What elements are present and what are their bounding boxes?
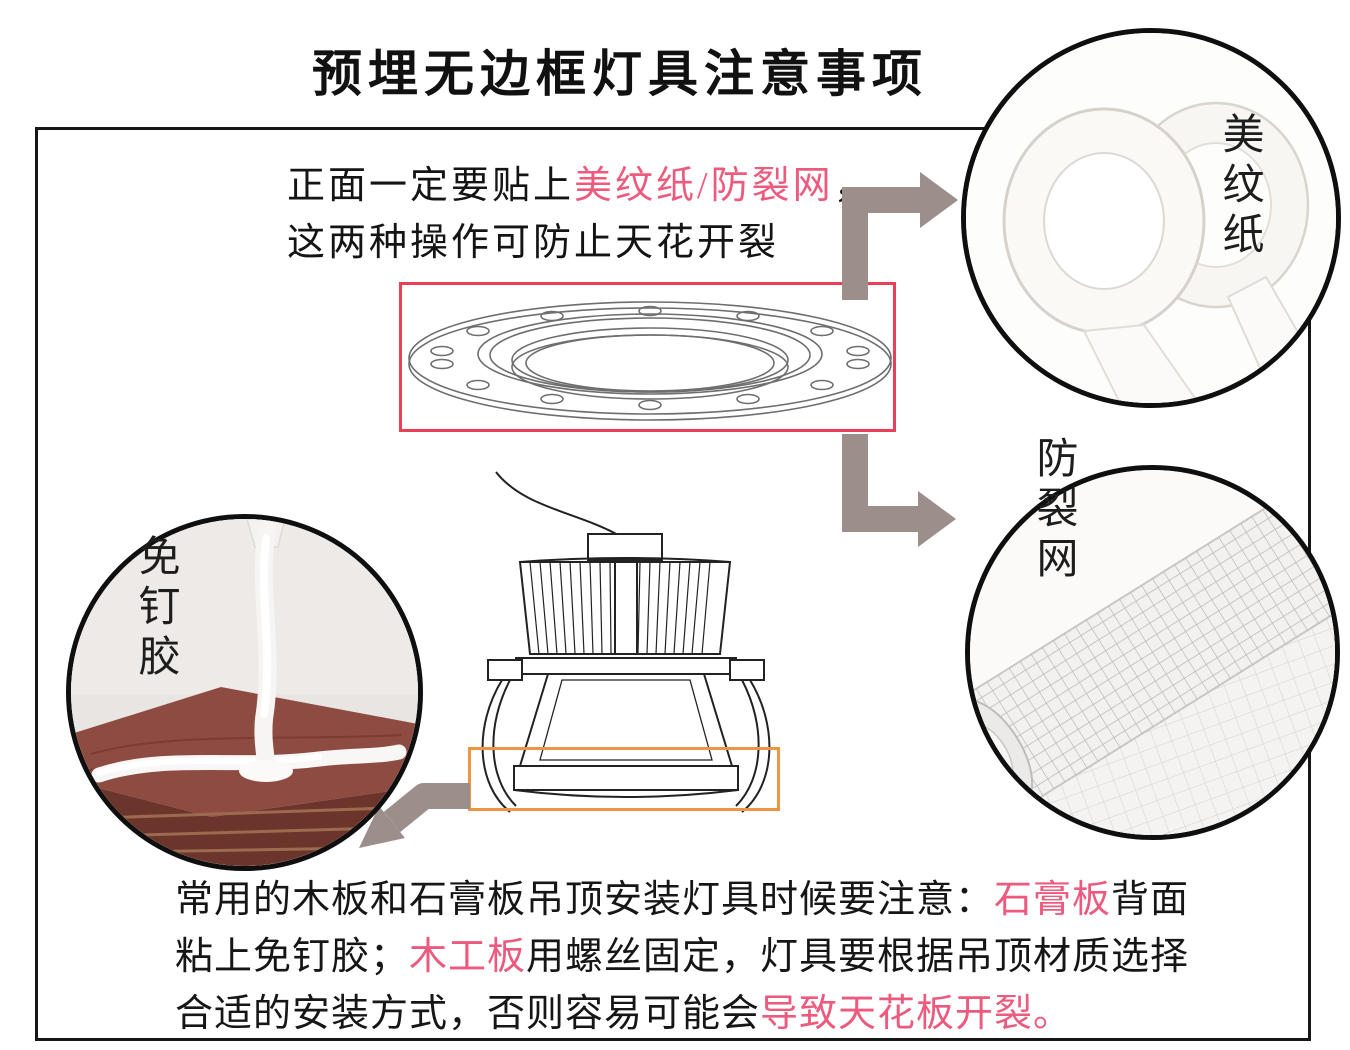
- power-wire: [495, 471, 621, 537]
- right-spring-clip: [741, 679, 771, 813]
- heatsink-stem: [614, 561, 638, 655]
- glue-puddle: [239, 760, 293, 782]
- bottom-note-text-1: 常用的木板和石膏板吊顶安装灯具时候要注意：: [175, 879, 995, 921]
- masking-tape-label: 美纹纸: [1216, 112, 1262, 262]
- wood-board-top: [71, 687, 418, 817]
- masking-tape-illustration: [966, 33, 1336, 403]
- glue-bead-highlight: [96, 754, 322, 776]
- nail-free-glue-label: 免钉胶: [132, 534, 178, 684]
- downlight-lines: [481, 471, 771, 813]
- mesh-illustration: [970, 470, 1335, 835]
- bottom-note-text-3: 用螺丝固定，灯具要根据吊顶材质选择合适的安装方式，否则容易可能会: [175, 936, 1190, 1035]
- top-note-comma: ，: [833, 165, 875, 207]
- trim-ring-drawing: [408, 301, 892, 421]
- left-clip-mount: [487, 659, 523, 681]
- masking-tape-photo: [961, 28, 1341, 408]
- top-note-highlight: 美纹纸/防裂网: [574, 165, 834, 207]
- heatsink-top-arc: [519, 557, 731, 563]
- reflector-inner: [539, 679, 713, 761]
- glue-illustration: [71, 519, 418, 866]
- mesh-flat-sheet: [1013, 572, 1335, 835]
- trim-ring-lines: [408, 301, 892, 421]
- anti-crack-mesh-label: 防裂网: [1030, 436, 1076, 586]
- page-title: 预埋无边框灯具注意事项: [312, 46, 928, 102]
- tape-roll-front-core: [1043, 152, 1165, 290]
- top-note-line1: 正面一定要贴上美纹纸/防裂网，: [287, 158, 875, 215]
- ring-highlight-box: [399, 282, 896, 432]
- bottom-note-text-2: 背面粘上免钉胶；: [175, 879, 1190, 978]
- left-spring-clip: [481, 679, 511, 813]
- top-note-text: 正面一定要贴上: [287, 165, 575, 207]
- nail-free-glue-photo: [66, 514, 423, 871]
- driver-box: [587, 533, 663, 561]
- anti-crack-mesh-photo: [965, 465, 1340, 840]
- bottom-note: 常用的木板和石膏板吊顶安装灯具时候要注意：石膏板背面粘上免钉胶；木工板用螺丝固定…: [175, 872, 1215, 1043]
- tape-strip-front: [1082, 323, 1200, 403]
- right-clip-mount: [729, 659, 765, 681]
- trim-highlight-box: [468, 747, 780, 811]
- top-note: 正面一定要贴上美纹纸/防裂网， 这两种操作可防止天花开裂: [287, 158, 875, 272]
- bottom-note-highlight-plywood: 木工板: [409, 936, 527, 978]
- bottom-note-highlight-gypsum: 石膏板: [994, 879, 1112, 921]
- mounting-plate: [515, 657, 737, 675]
- trim-band: [513, 765, 739, 791]
- bottom-note-highlight-crack: 导致天花板开裂。: [760, 993, 1073, 1035]
- downlight-drawing: [481, 471, 771, 813]
- glue-stream-highlight: [259, 535, 272, 718]
- top-note-line2: 这两种操作可防止天花开裂: [287, 222, 780, 264]
- trim-bottom-curve: [513, 789, 739, 798]
